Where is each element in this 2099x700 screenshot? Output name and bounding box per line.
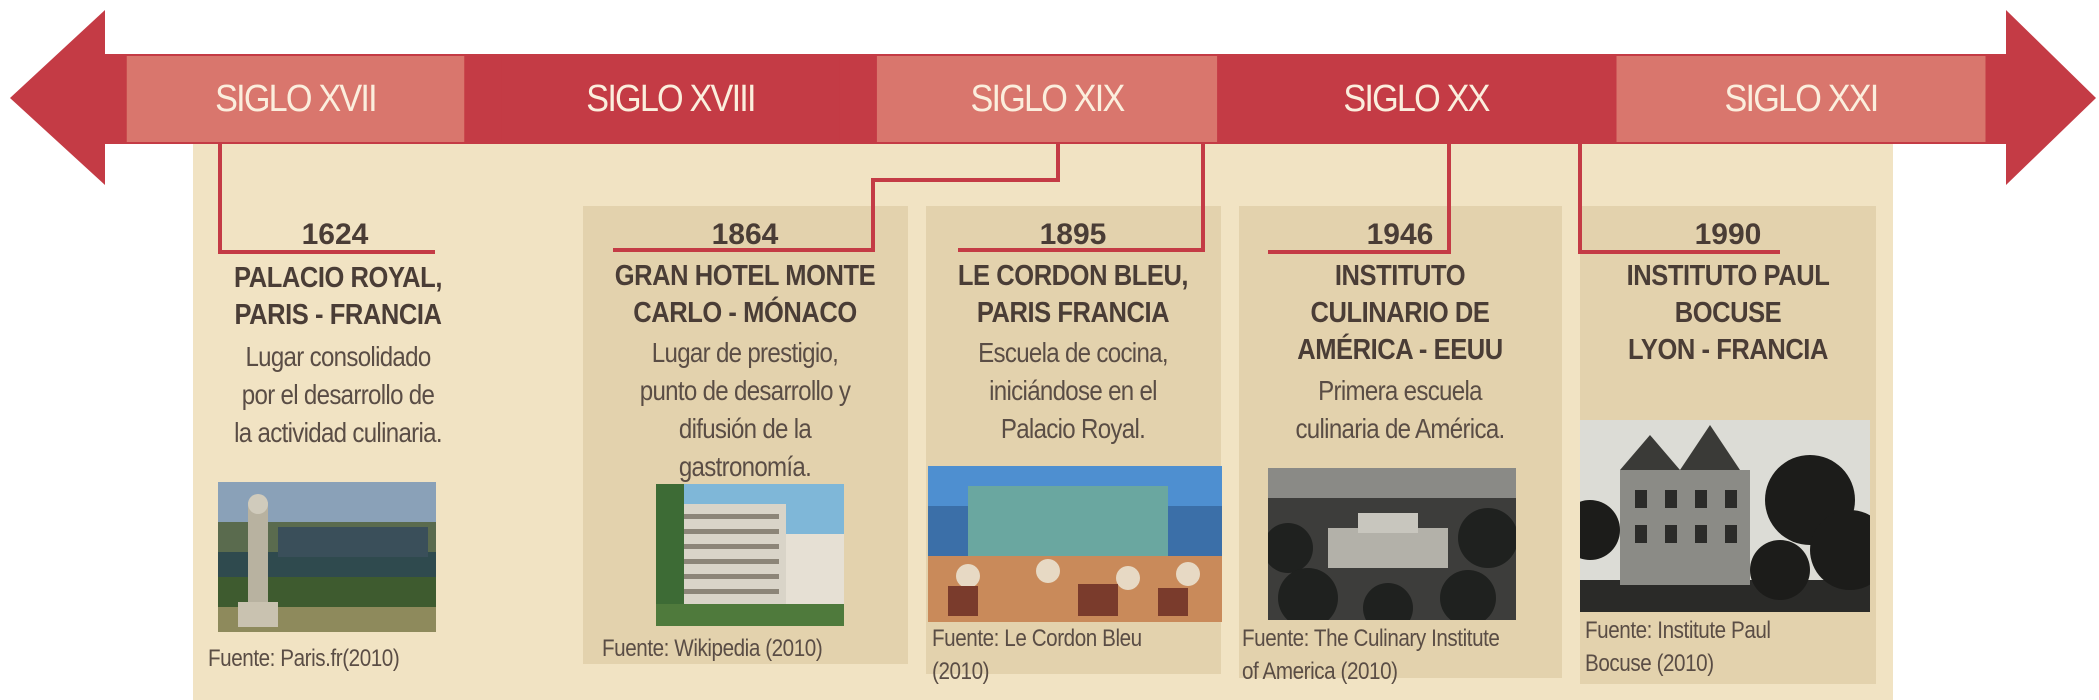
connector-1864: [613, 142, 1060, 252]
photo-le-cordon-bleu: [928, 466, 1222, 622]
connector-1946: [1268, 142, 1451, 254]
event-title: INSTITUTO CULINARIO DE AMÉRICA - EEUU: [1297, 260, 1503, 366]
event-title: INSTITUTO PAUL BOCUSE LYON - FRANCIA: [1626, 260, 1830, 366]
century-17: SIGLO XVII: [126, 56, 465, 142]
photo-hotel-monte-carlo: [656, 484, 844, 626]
event-year: 1946: [1366, 218, 1434, 251]
event-year: 1895: [1039, 218, 1107, 251]
event-source: Fuente: Wikipedia (2010): [602, 635, 823, 662]
photo-culinary-institute: [1268, 468, 1516, 620]
connector-1624: [218, 142, 435, 254]
event-year: 1864: [711, 218, 779, 251]
connector-1895: [958, 142, 1205, 252]
photo-palacio-royal: [218, 482, 436, 632]
event-title: LE CORDON BLEU, PARIS FRANCIA: [957, 260, 1189, 329]
century-20: SIGLO XX: [1254, 56, 1578, 142]
event-title: GRAN HOTEL MONTE CARLO - MÓNACO: [614, 260, 876, 329]
connector-1990: [1578, 142, 1780, 254]
arrow-head-left: [10, 10, 105, 185]
century-18: SIGLO XVIII: [501, 56, 840, 142]
event-description: Lugar consolidado por el desarrollo de l…: [234, 341, 442, 448]
event-source: Fuente: Paris.fr(2010): [208, 645, 400, 672]
event-description: Primera escuela culinaria de América.: [1295, 375, 1505, 444]
photo-institut-paul-bocuse: [1580, 420, 1870, 612]
event-year: 1624: [301, 218, 369, 251]
event-source: Fuente: Institute Paul Bocuse (2010): [1585, 617, 1771, 677]
event-source: Fuente: The Culinary Institute of Americ…: [1242, 625, 1500, 685]
event-description: Escuela de cocina, iniciándose en el Pal…: [978, 337, 1168, 444]
event-source: Fuente: Le Cordon Bleu (2010): [932, 625, 1142, 685]
event-year: 1990: [1694, 218, 1762, 251]
arrow-head-right: [2006, 10, 2096, 185]
event-title: PALACIO ROYAL, PARIS - FRANCIA: [234, 262, 442, 331]
event-description: Lugar de prestigio, punto de desarrollo …: [639, 337, 851, 482]
century-21: SIGLO XXI: [1616, 56, 1986, 142]
century-19: SIGLO XIX: [876, 56, 1218, 142]
